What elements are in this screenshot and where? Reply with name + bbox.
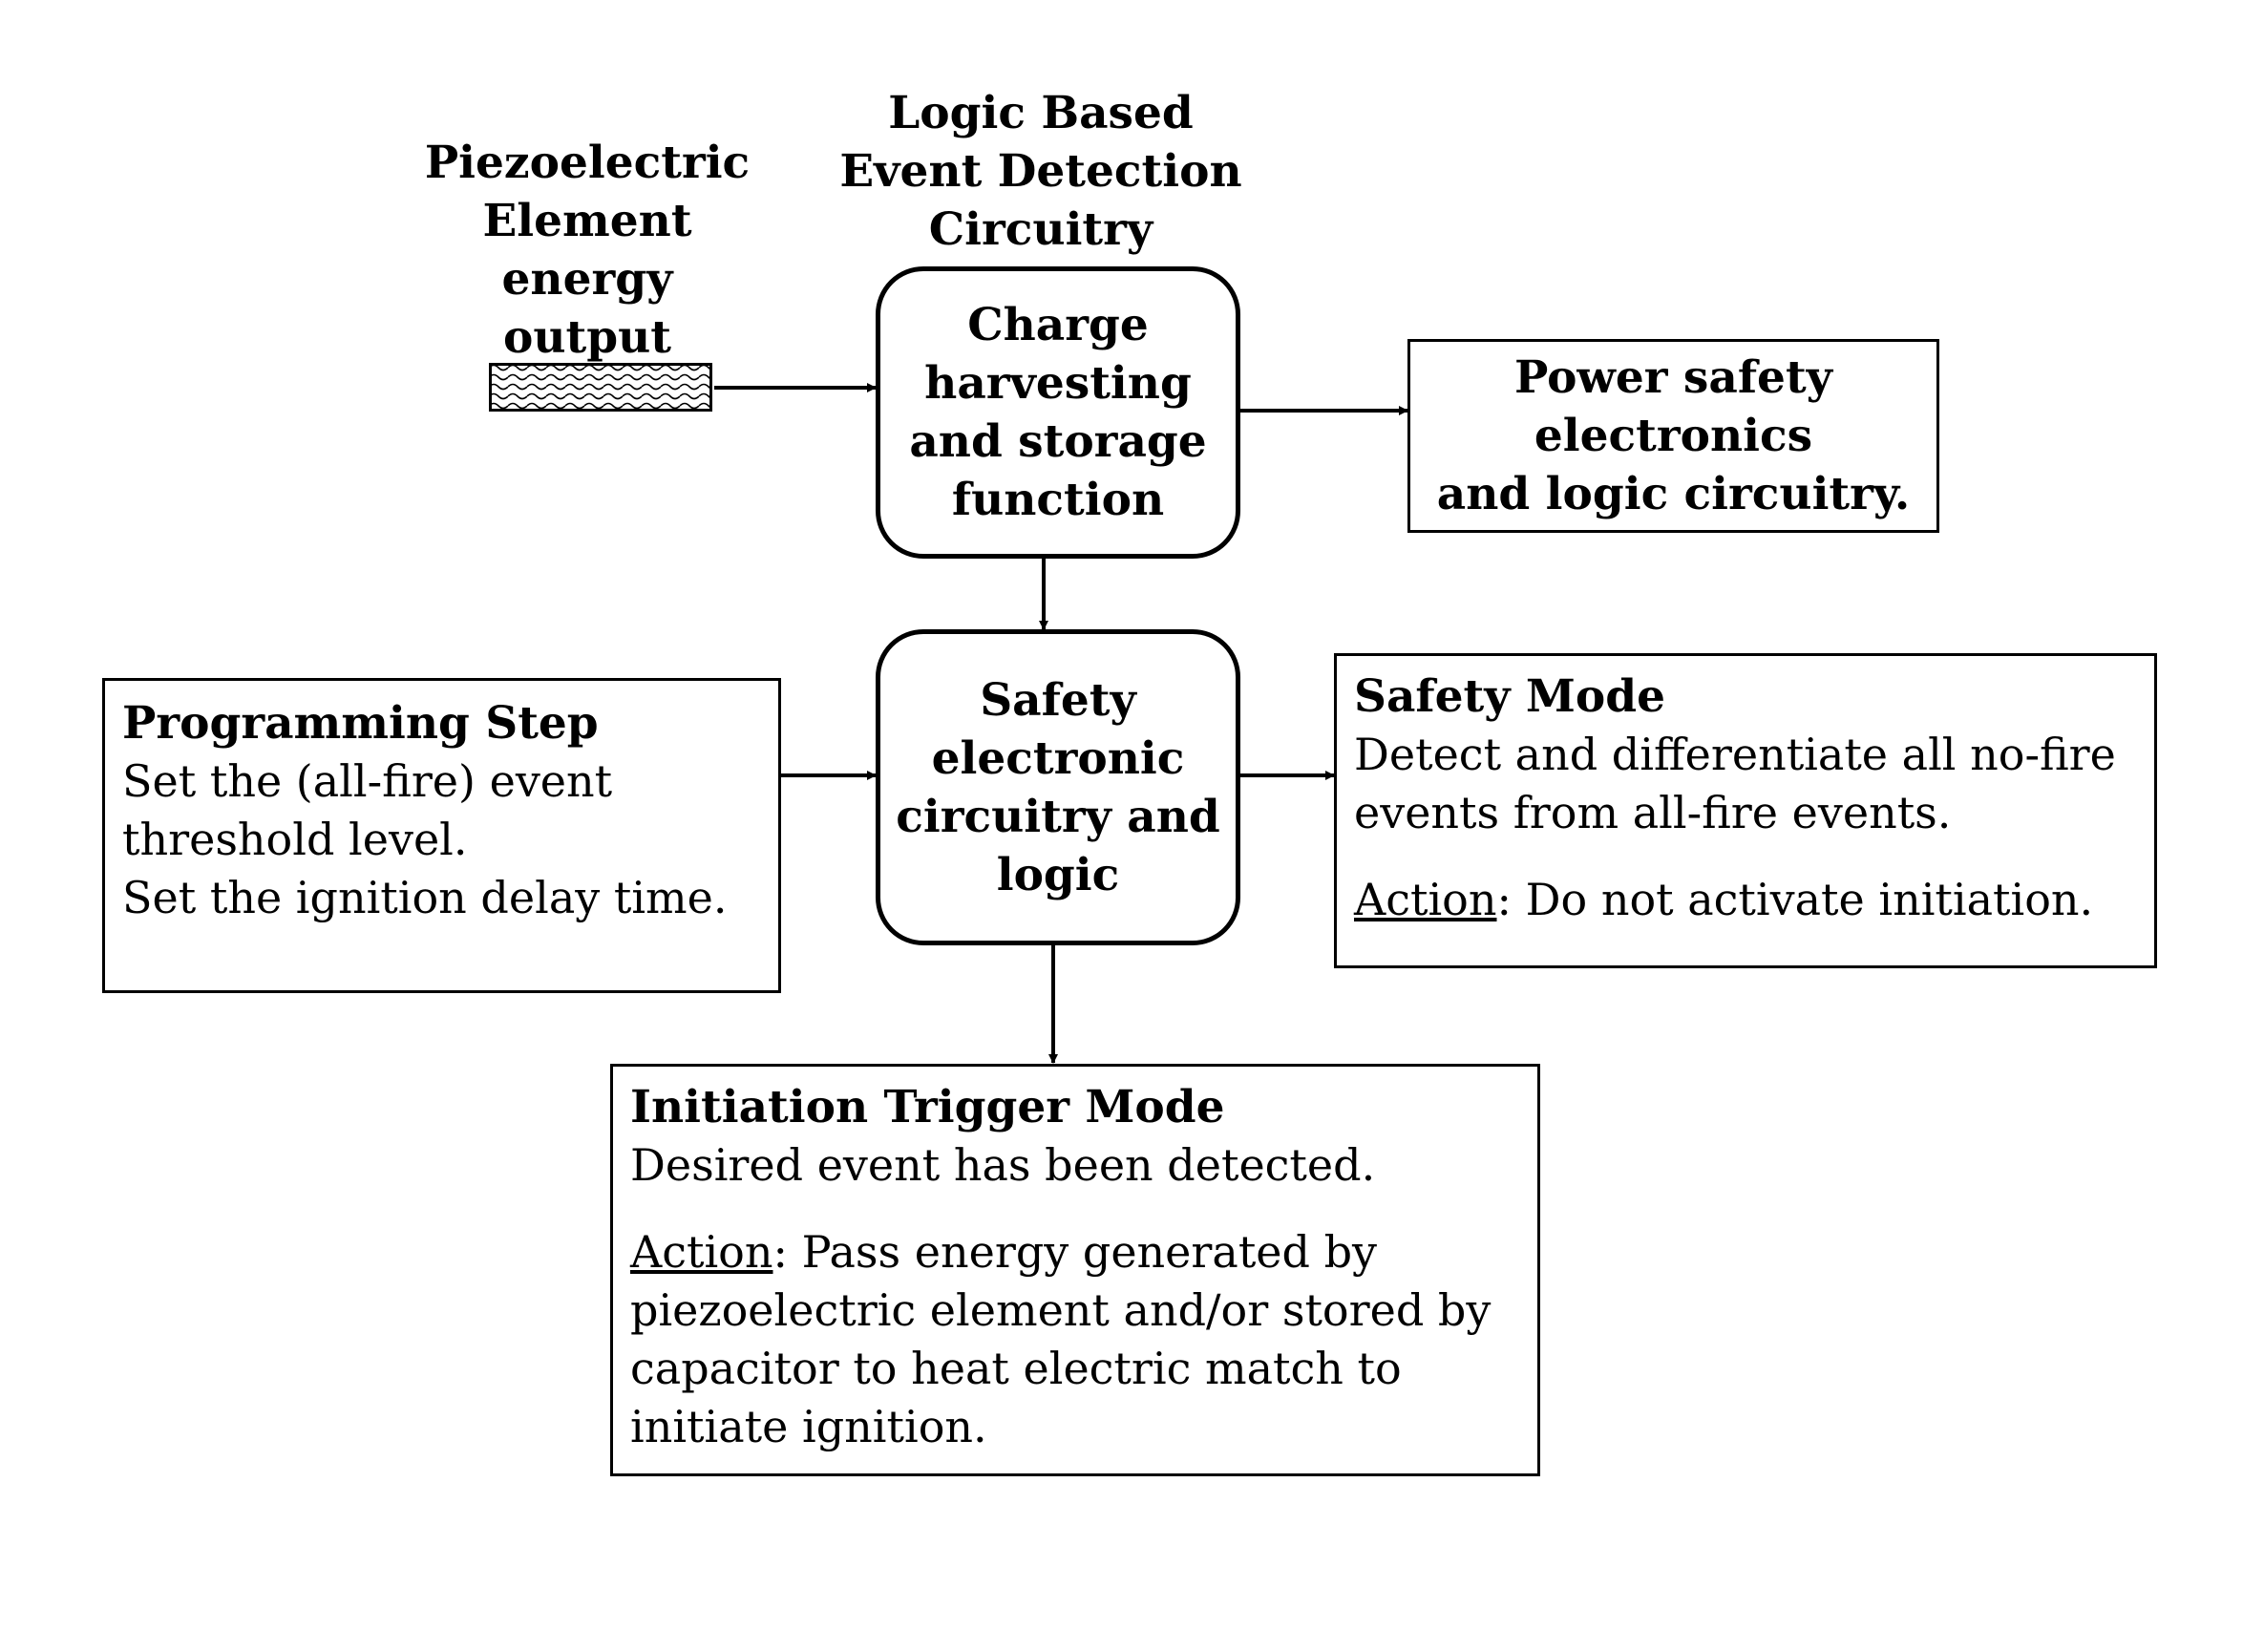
safety-line: electronic <box>896 730 1220 788</box>
safety-mode-action-label: Action <box>1354 874 1497 925</box>
charge-line: function <box>909 471 1206 529</box>
trigger-action: Action: Pass energy generated by <box>630 1223 1520 1281</box>
safety-mode-action: Action: Do not activate initiation. <box>1354 871 2137 929</box>
trigger-action-line: initiate ignition. <box>630 1398 1520 1456</box>
piezo-label-line: Element <box>411 192 764 250</box>
charge-line: and storage <box>909 413 1206 471</box>
trigger-action-line: piezoelectric element and/or stored by <box>630 1281 1520 1340</box>
logic-label-line: Logic Based <box>831 84 1251 142</box>
logic-label-line: Event Detection <box>831 142 1251 201</box>
trigger-heading: Initiation Trigger Mode <box>630 1078 1520 1136</box>
safety-mode-line: Detect and differentiate all no-fire <box>1354 726 2137 784</box>
safety-mode-box: Safety Mode Detect and differentiate all… <box>1334 653 2157 968</box>
programming-step-box: Programming Step Set the (all-fire) even… <box>102 678 781 993</box>
safety-mode-line: events from all-fire events. <box>1354 784 2137 842</box>
power-line: electronics <box>1437 407 1910 465</box>
power-line: Power safety <box>1437 349 1910 407</box>
piezo-label-line: energy output <box>411 250 764 367</box>
safety-circuitry-box: Safety electronic circuitry and logic <box>876 629 1240 945</box>
trigger-line: Desired event has been detected. <box>630 1136 1520 1195</box>
trigger-action-line: : Pass energy generated by <box>773 1226 1378 1278</box>
piezoelectric-element-icon <box>489 363 712 412</box>
programming-line: threshold level. <box>122 811 761 869</box>
charge-harvesting-box: Charge harvesting and storage function <box>876 266 1240 559</box>
piezo-label: Piezoelectric Element energy output <box>411 134 764 367</box>
programming-heading: Programming Step <box>122 694 761 752</box>
trigger-action-label: Action <box>630 1226 773 1278</box>
logic-label-line: Circuitry <box>831 201 1251 259</box>
programming-line: Set the (all-fire) event <box>122 752 761 811</box>
safety-mode-heading: Safety Mode <box>1354 667 2137 726</box>
power-line: and logic circuitry. <box>1437 465 1910 523</box>
initiation-trigger-box: Initiation Trigger Mode Desired event ha… <box>610 1064 1540 1476</box>
safety-line: logic <box>896 846 1220 904</box>
trigger-action-line: capacitor to heat electric match to <box>630 1340 1520 1398</box>
charge-line: harvesting <box>909 354 1206 413</box>
safety-line: circuitry and <box>896 788 1220 846</box>
safety-mode-action-text: : Do not activate initiation. <box>1497 874 2094 925</box>
logic-circuitry-label: Logic Based Event Detection Circuitry <box>831 84 1251 259</box>
piezo-label-line: Piezoelectric <box>411 134 764 192</box>
charge-line: Charge <box>909 296 1206 354</box>
safety-line: Safety <box>896 671 1220 730</box>
power-safety-box: Power safety electronics and logic circu… <box>1407 339 1939 533</box>
programming-line: Set the ignition delay time. <box>122 869 761 927</box>
